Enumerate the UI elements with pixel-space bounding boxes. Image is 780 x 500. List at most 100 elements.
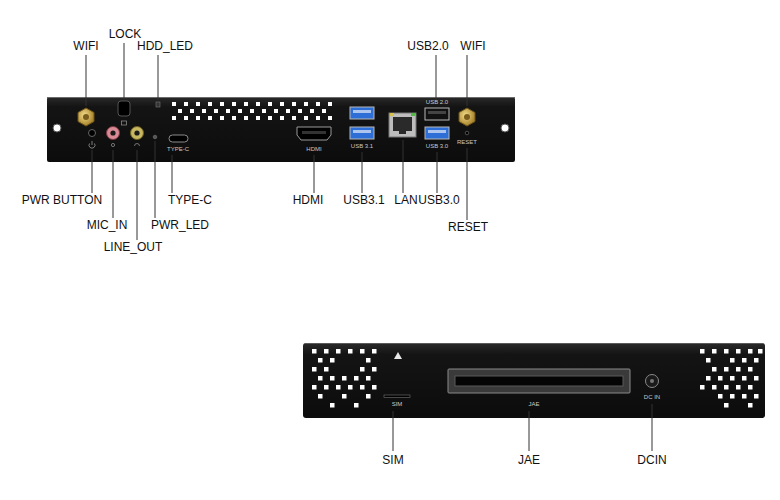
power-icon [89,141,95,148]
leader-line [172,155,173,193]
screw-hole [53,124,61,132]
vent-hole [348,385,353,390]
vent-hole [712,367,717,372]
vent-hole [712,385,717,390]
callout-label: MIC_IN [87,219,128,232]
leader-line [362,152,363,193]
vent-hole [736,385,741,390]
power-button [89,130,96,137]
leader-line [124,43,125,99]
plate-edge [47,97,515,98]
vent-hole [220,102,224,106]
silkscreen-label: USB 2.0 [426,99,448,106]
vent-hole [208,102,212,106]
vent-hole [748,367,753,372]
hdmi-port [297,127,331,140]
mic-icon [111,143,114,146]
usb20-port [425,108,449,120]
callout-label: PWR_LED [151,219,209,232]
vent-hole [226,109,230,113]
line-out-jack [134,130,139,135]
vent-hole [748,403,753,408]
callout-label: USB3.1 [343,194,384,207]
callout-label: HDMI [293,194,324,207]
vent-hole [196,116,200,120]
jae-connector [448,369,630,393]
vent-hole [372,385,377,390]
vent-hole [328,102,332,106]
vent-hole [318,376,323,381]
back-plate [303,343,765,418]
leader-line [86,55,87,106]
wifi-connector [78,108,94,126]
silkscreen-label: USB 3.0 [426,143,448,150]
leader-line [467,148,468,220]
callout-label: PWR BUTTON [22,194,102,207]
vent-hole [742,394,747,399]
vent-hole [324,349,329,354]
dc-jack [650,379,654,383]
vent-hole [758,349,763,354]
leader-lines [393,404,652,451]
silkscreen-label: JAE [528,401,539,408]
leader-line [137,150,138,240]
silkscreen-label: DC IN [644,394,660,401]
vent-hole [292,116,296,120]
leader-line [467,55,468,106]
dc-jack [646,375,659,388]
vent-hole [312,349,317,354]
usb30-port [428,130,446,133]
leader-line [158,55,159,100]
vent-hole [748,349,753,354]
back-panel [303,343,765,418]
vent-hole [256,116,260,120]
vent-hole [730,358,735,363]
vent-hole [742,376,747,381]
usb31-port [353,130,371,133]
vent-hole [244,102,248,106]
usb20-port [428,111,446,114]
vent-hole [244,116,248,120]
reset-hole [465,131,469,135]
warning-icon [394,352,402,359]
vent-hole [324,385,329,390]
silkscreen-label: USB 3.1 [351,143,373,150]
leader-lines [86,43,467,240]
silkscreen-label: HDMI [306,146,321,153]
vent-hole [736,349,741,354]
vent-hole [342,376,347,381]
callout-label: LAN [394,194,417,207]
vent-hole [322,109,326,113]
callout-label: JAE [518,454,540,467]
lan-port [393,117,412,134]
callout-label: RESET [448,221,488,234]
vent-hole [208,116,212,120]
sim-slot [384,395,410,398]
vent-hole [360,367,365,372]
hdd-led [156,102,160,107]
vent-hole [310,109,314,113]
vent-hole [214,109,218,113]
vent-hole [742,358,747,363]
vent-hole [232,116,236,120]
vent-hole [354,403,359,408]
vent-hole [184,102,188,106]
vent-hole [330,403,335,408]
vent-hole [318,394,323,399]
leader-line [92,150,93,193]
vent-hole [754,376,759,381]
vent-hole [348,349,353,354]
screw-hole [501,124,509,132]
vent-hole [196,102,200,106]
vent-hole [232,102,236,106]
vent-hole [700,349,705,354]
vent-hole [724,367,729,372]
vent-hole [220,116,224,120]
vent-hole [748,385,753,390]
vent-hole [718,376,723,381]
vent-hole [268,116,272,120]
vent-hole [736,367,741,372]
vent-hole [190,109,194,113]
callout-label: DCIN [637,454,666,467]
